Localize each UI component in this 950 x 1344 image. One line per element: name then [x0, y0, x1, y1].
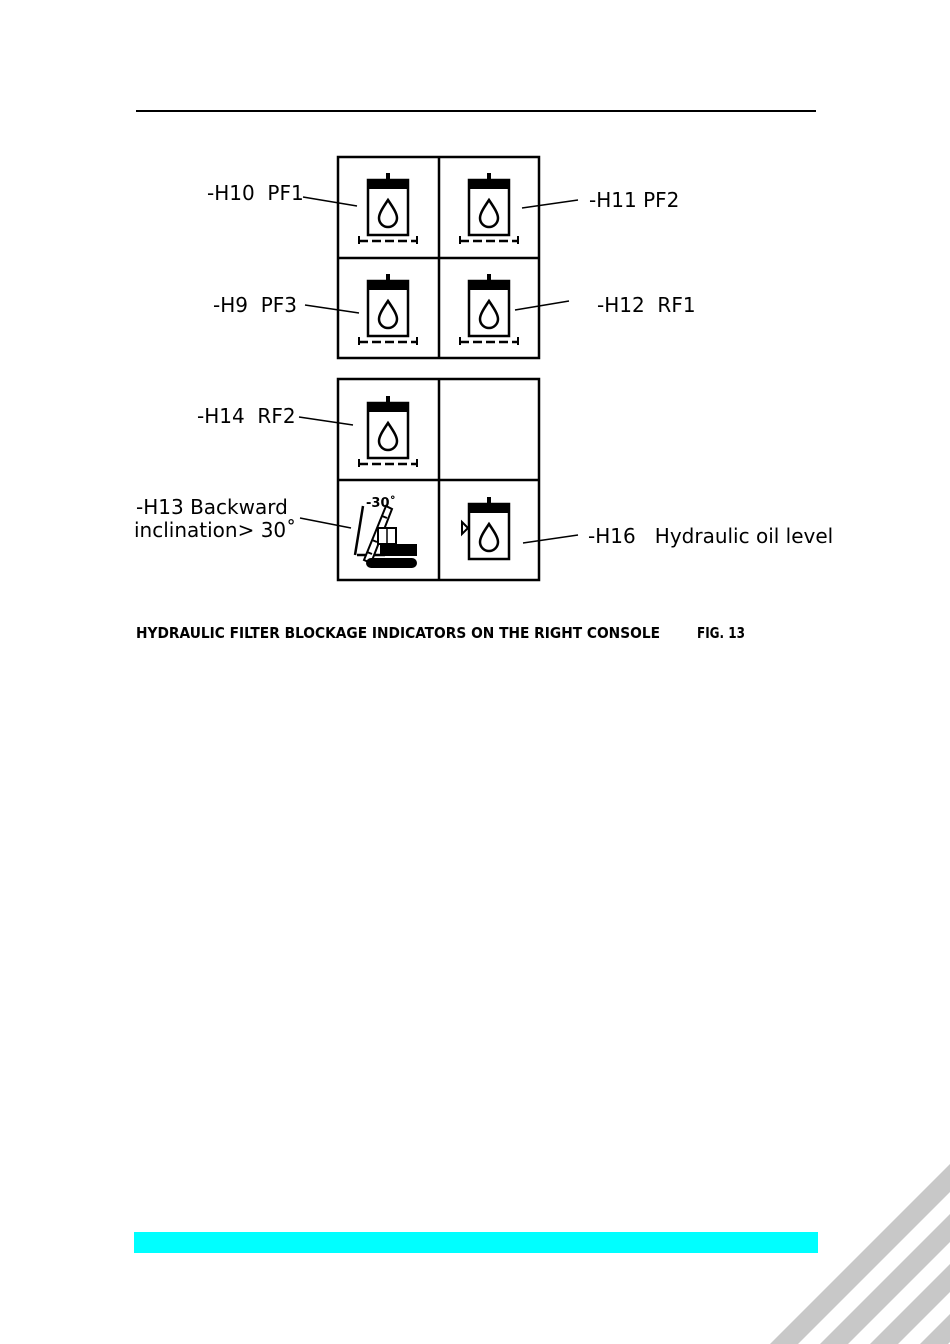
- figure-caption: HYDRAULIC FILTER BLOCKAGE INDICATORS ON …: [136, 624, 660, 642]
- callout-h12: -H12 RF1: [597, 293, 696, 317]
- hydraulic-filter-icon-h10: [359, 173, 417, 244]
- hydraulic-filter-icon-h12: [460, 274, 518, 345]
- callout-h9: -H9 PF3: [213, 293, 297, 317]
- hydraulic-filter-icon-h9: [359, 274, 417, 345]
- hydraulic-filter-icon-h11: [460, 173, 518, 244]
- footer-bar: [134, 1232, 818, 1253]
- callout-h10: -H10 PF1: [207, 181, 304, 205]
- callout-h16: -H16 Hydraulic oil level: [588, 524, 833, 548]
- callout-h11: -H11 PF2: [589, 188, 679, 212]
- hydraulic-filter-icon-h14: [359, 396, 417, 467]
- backward-inclination-icon: -30˚: [355, 495, 417, 568]
- figure-number: FIG. 13: [697, 624, 745, 642]
- callout-h14: -H14 RF2: [197, 404, 296, 428]
- hydraulic-oil-level-icon: [462, 497, 509, 559]
- corner-stripes: [770, 1164, 950, 1344]
- callout-h13-line1: -H13 Backward: [136, 495, 288, 519]
- callout-h13-line2: inclination> 30˚: [134, 518, 296, 542]
